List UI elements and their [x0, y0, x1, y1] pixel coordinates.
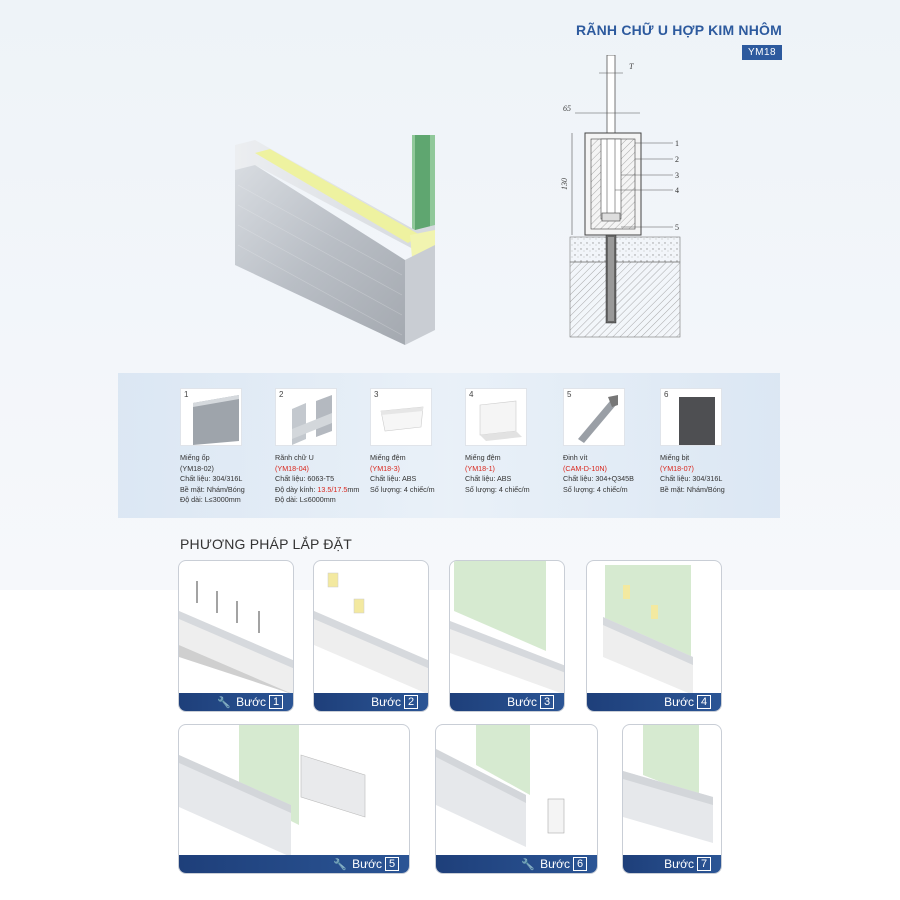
part-number: 6 [664, 390, 669, 399]
part-number: 2 [279, 390, 284, 399]
part-4-image: 4 [465, 388, 527, 446]
part-number: 4 [469, 390, 474, 399]
part-1: 1 Miếng ốp (YM18-02) Chất liệu: 304/316L… [180, 388, 275, 506]
step-5-illustration [179, 725, 366, 857]
width-label: 65 [563, 104, 571, 113]
step-2-illustration [314, 572, 428, 695]
wrench-icon: 🔧 [333, 858, 348, 871]
part-4: 4 Miếng đệm (YM18-1) Chất liệu: ABS Số l… [465, 388, 560, 495]
thickness-label: T [629, 62, 634, 71]
part-number: 5 [567, 390, 572, 399]
step-bar [179, 693, 293, 711]
wrench-icon: 🔧 [217, 696, 232, 709]
parts-strip: 1 Miếng ốp (YM18-02) Chất liệu: 304/316L… [118, 373, 780, 518]
step-bar [623, 855, 721, 873]
step-4-illustration [603, 565, 693, 695]
technical-drawing: T 65 130 1 2 3 4 5 [560, 55, 681, 338]
part-3-details: Miếng đệm (YM18-3) Chất liệu: ABS Số lượ… [370, 453, 435, 494]
part-6: 6 Miếng bịt (YM18-07) Chất liệu: 304/316… [660, 388, 755, 495]
callout-1: 1 [675, 139, 679, 148]
height-label: 130 [560, 178, 569, 190]
model-badge: YM18 [742, 45, 782, 60]
callout-5: 5 [675, 223, 679, 232]
part-number: 1 [184, 390, 189, 399]
callout-3: 3 [675, 171, 679, 180]
part-2: 2 Rãnh chữ U (YM18-04) Chất liệu: 6063-T… [275, 388, 370, 506]
step-bar [179, 855, 409, 873]
part-3-image: 3 [370, 388, 432, 446]
step-bar [314, 693, 428, 711]
part-2-image: 2 [275, 388, 337, 446]
part-5-details: Đinh vít (CAM-D-10N) Chất liệu: 304+Q345… [563, 453, 634, 494]
part-6-details: Miếng bịt (YM18-07) Chất liệu: 304/316L … [660, 453, 725, 494]
part-6-image: 6 [660, 388, 722, 446]
step-1-illustration [179, 581, 293, 695]
part-number: 3 [374, 390, 379, 399]
callout-4: 4 [675, 186, 679, 195]
callout-2: 2 [675, 155, 679, 164]
product-image [235, 135, 435, 345]
step-bar [436, 855, 597, 873]
step-bar [587, 693, 721, 711]
wrench-icon: 🔧 [521, 858, 536, 871]
part-2-details: Rãnh chữ U (YM18-04) Chất liệu: 6063-T5 … [275, 453, 360, 504]
part-3: 3 Miếng đệm (YM18-3) Chất liệu: ABS Số l… [370, 388, 465, 495]
step-bar [450, 693, 564, 711]
method-title: PHƯƠNG PHÁP LẮP ĐẶT [180, 536, 352, 552]
part-1-image: 1 [180, 388, 242, 446]
step-6-illustration [436, 725, 565, 847]
page-title: RÃNH CHỮ U HỢP KIM NHÔM [575, 22, 782, 38]
part-4-details: Miếng đệm (YM18-1) Chất liệu: ABS Số lượ… [465, 453, 530, 494]
part-1-details: Miếng ốp (YM18-02) Chất liệu: 304/316L B… [180, 453, 245, 504]
part-5-image: 5 [563, 388, 625, 446]
step-7-illustration [623, 725, 713, 843]
step-3-illustration [450, 561, 564, 695]
part-5: 5 Đinh vít (CAM-D-10N) Chất liệu: 304+Q3… [563, 388, 658, 495]
